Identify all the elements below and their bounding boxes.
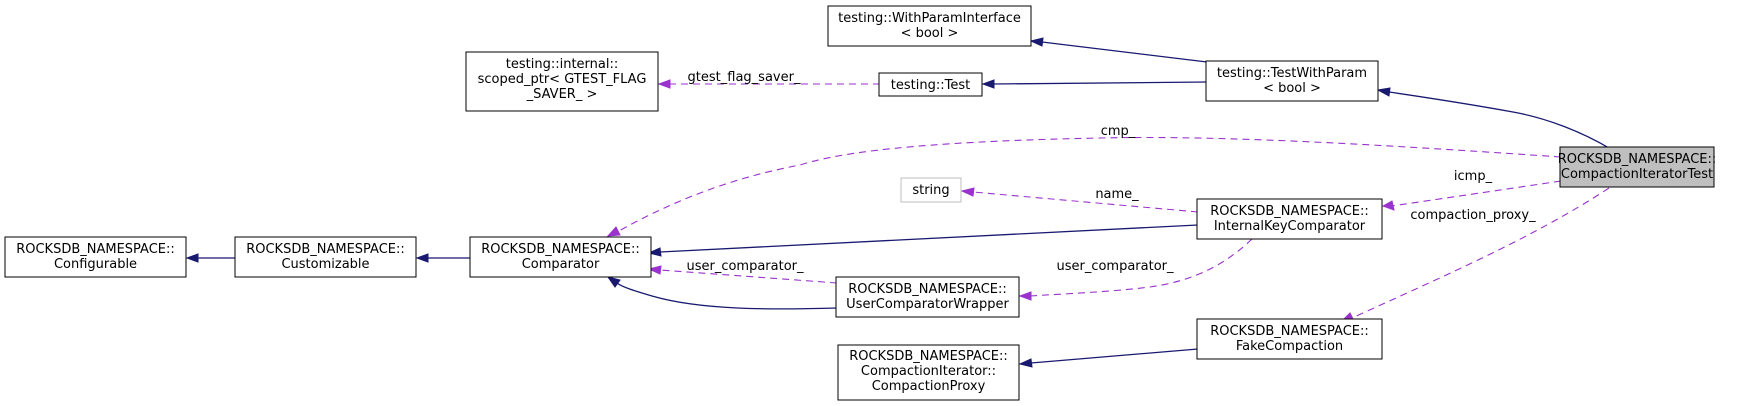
edge-icmp bbox=[1391, 180, 1562, 207]
arrowhead-string bbox=[960, 187, 975, 197]
svg-text:ROCKSDB_NAMESPACE::: ROCKSDB_NAMESPACE:: bbox=[849, 349, 1008, 364]
svg-text:CompactionProxy: CompactionProxy bbox=[872, 379, 986, 394]
node-scoped-ptr[interactable]: testing::internal:: scoped_ptr< GTEST_FL… bbox=[465, 51, 659, 112]
node-user-comparator-wrapper[interactable]: ROCKSDB_NAMESPACE:: UserComparatorWrappe… bbox=[835, 276, 1020, 318]
svg-text:testing::WithParamInterface: testing::WithParamInterface bbox=[838, 11, 1021, 26]
label-user-comparator-right: user_comparator_ bbox=[1056, 259, 1174, 274]
svg-text:testing::Test: testing::Test bbox=[891, 78, 970, 93]
arrowhead-configurable bbox=[185, 253, 199, 263]
svg-text:string: string bbox=[912, 183, 949, 198]
arrowhead-comparator-from-ucw-inherit bbox=[606, 276, 621, 288]
node-comparator[interactable]: ROCKSDB_NAMESPACE:: Comparator bbox=[469, 236, 652, 278]
edge-ucw-to-comparator bbox=[616, 282, 838, 310]
svg-text:ROCKSDB_NAMESPACE::: ROCKSDB_NAMESPACE:: bbox=[246, 242, 405, 257]
node-test-with-param[interactable]: testing::TestWithParam < bool > bbox=[1205, 60, 1379, 102]
svg-text:testing::TestWithParam: testing::TestWithParam bbox=[1217, 66, 1367, 81]
arrowhead-cmp bbox=[606, 226, 621, 237]
svg-text:CompactionIterator::: CompactionIterator:: bbox=[861, 364, 996, 379]
arrowhead-test bbox=[981, 79, 995, 89]
svg-text:_SAVER_ >: _SAVER_ > bbox=[526, 87, 598, 102]
svg-text:Customizable: Customizable bbox=[281, 257, 369, 272]
svg-text:ROCKSDB_NAMESPACE::: ROCKSDB_NAMESPACE:: bbox=[1558, 152, 1717, 167]
arrowhead-testwithparam bbox=[1376, 87, 1391, 97]
svg-text:ROCKSDB_NAMESPACE::: ROCKSDB_NAMESPACE:: bbox=[1210, 324, 1369, 339]
edge-user-comparator-left bbox=[659, 269, 838, 284]
node-internal-key-comparator[interactable]: ROCKSDB_NAMESPACE:: InternalKeyComparato… bbox=[1196, 198, 1383, 240]
svg-text:ROCKSDB_NAMESPACE::: ROCKSDB_NAMESPACE:: bbox=[1210, 204, 1369, 219]
node-compaction-proxy[interactable]: ROCKSDB_NAMESPACE:: CompactionIterator::… bbox=[837, 344, 1020, 401]
label-icmp: icmp_ bbox=[1454, 169, 1493, 184]
arrowhead-withparaminterface bbox=[1029, 37, 1044, 47]
node-testing-test[interactable]: testing::Test bbox=[878, 72, 983, 97]
node-customizable[interactable]: ROCKSDB_NAMESPACE:: Customizable bbox=[234, 236, 417, 278]
label-gtest-flag-saver: gtest_flag_saver_ bbox=[688, 70, 801, 85]
node-with-param-interface[interactable]: testing::WithParamInterface < bool > bbox=[827, 5, 1032, 47]
node-configurable[interactable]: ROCKSDB_NAMESPACE:: Configurable bbox=[4, 236, 187, 278]
node-string[interactable]: string bbox=[900, 177, 962, 203]
label-cmp: cmp_ bbox=[1101, 124, 1136, 139]
arrowhead-comparator-from-ikc bbox=[647, 247, 662, 257]
arrowhead-customizable bbox=[415, 253, 429, 263]
node-fake-compaction[interactable]: ROCKSDB_NAMESPACE:: FakeCompaction bbox=[1196, 318, 1383, 360]
label-compaction-proxy: compaction_proxy_ bbox=[1410, 208, 1536, 223]
svg-text:ROCKSDB_NAMESPACE::: ROCKSDB_NAMESPACE:: bbox=[16, 242, 175, 257]
svg-text:< bool >: < bool > bbox=[901, 26, 959, 41]
arrowhead-compactionproxy bbox=[1018, 358, 1033, 368]
svg-text:testing::internal::: testing::internal:: bbox=[506, 57, 618, 72]
label-name: name_ bbox=[1095, 187, 1139, 202]
svg-text:ROCKSDB_NAMESPACE::: ROCKSDB_NAMESPACE:: bbox=[848, 282, 1007, 297]
edge-cit-to-testwithparam bbox=[1388, 91, 1610, 149]
edge-name bbox=[972, 191, 1199, 213]
svg-text:InternalKeyComparator: InternalKeyComparator bbox=[1214, 219, 1366, 234]
svg-text:CompactionIteratorTest: CompactionIteratorTest bbox=[1561, 167, 1713, 182]
svg-text:Comparator: Comparator bbox=[522, 257, 600, 272]
svg-text:< bool >: < bool > bbox=[1263, 81, 1321, 96]
svg-text:ROCKSDB_NAMESPACE::: ROCKSDB_NAMESPACE:: bbox=[481, 242, 640, 257]
edge-compaction-proxy bbox=[1349, 187, 1610, 320]
arrowhead-icmp bbox=[1381, 200, 1395, 211]
edge-labels: gtest_flag_saver_ cmp_ icmp_ compaction_… bbox=[686, 70, 1536, 274]
edge-ikc-to-comparator bbox=[659, 224, 1199, 253]
edges bbox=[185, 37, 1610, 368]
svg-text:UserComparatorWrapper: UserComparatorWrapper bbox=[846, 297, 1009, 312]
edge-fakecompaction-to-compactionproxy bbox=[1030, 348, 1199, 364]
nodes: testing::WithParamInterface < bool > tes… bbox=[4, 5, 1717, 401]
arrowhead-scoped-ptr bbox=[657, 79, 671, 89]
arrowhead-ucw bbox=[1018, 291, 1032, 301]
svg-text:scoped_ptr< GTEST_FLAG: scoped_ptr< GTEST_FLAG bbox=[478, 72, 647, 87]
edge-testwithparam-to-withparaminterface bbox=[1041, 41, 1208, 63]
edge-user-comparator-right bbox=[1029, 238, 1253, 297]
label-user-comparator-left: user_comparator_ bbox=[686, 259, 804, 274]
arrowhead-comparator-from-ucw bbox=[647, 265, 662, 275]
svg-text:FakeCompaction: FakeCompaction bbox=[1236, 339, 1343, 354]
edge-testwithparam-to-test bbox=[993, 81, 1208, 85]
svg-text:Configurable: Configurable bbox=[54, 257, 137, 272]
node-compaction-iterator-test[interactable]: ROCKSDB_NAMESPACE:: CompactionIteratorTe… bbox=[1558, 146, 1717, 188]
